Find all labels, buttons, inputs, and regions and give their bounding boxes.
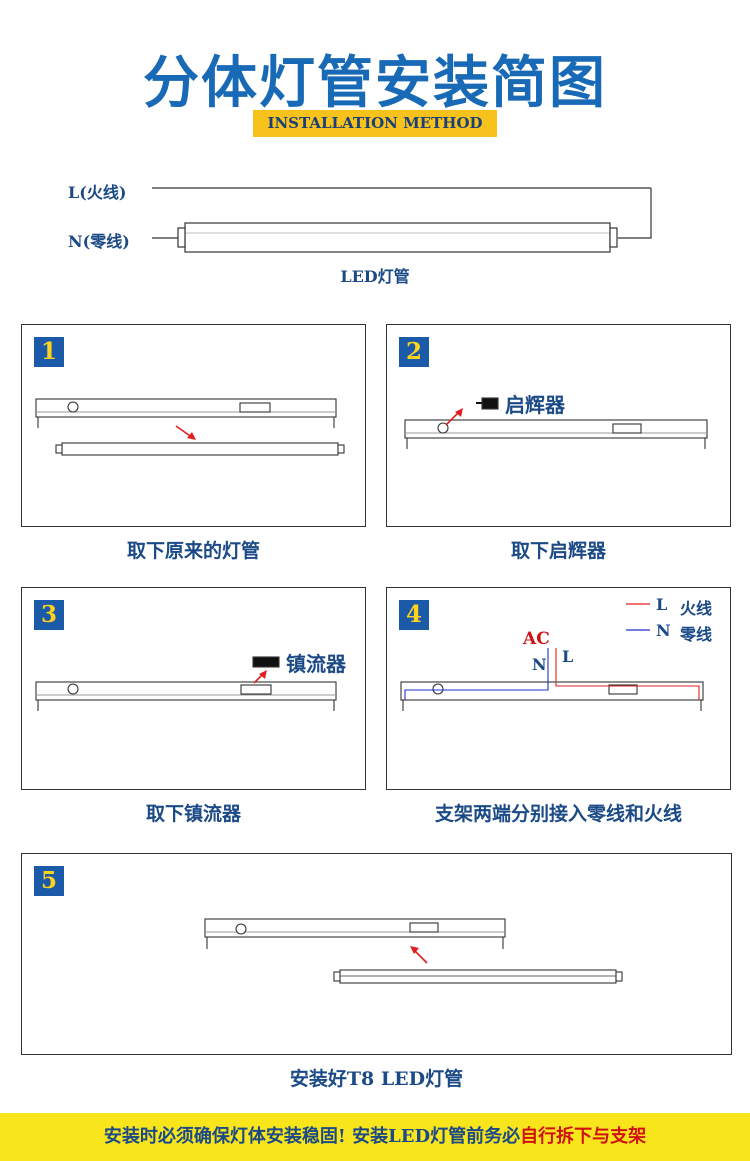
step5-caption: 安装好T8 LED灯管	[289, 1068, 464, 1090]
l-terminal-label: L	[562, 647, 574, 666]
page-subtitle: INSTALLATION METHOD	[253, 110, 497, 137]
step4-illustration	[400, 603, 704, 711]
fixture-bracket	[35, 398, 337, 418]
step4-caption: 支架两端分别接入零线和火线	[434, 803, 682, 825]
step5-illustration	[204, 918, 623, 984]
legend-neutral-text: 零线	[680, 625, 713, 644]
led-tube-label: LED灯管	[340, 267, 410, 286]
step2-caption: 取下启辉器	[510, 540, 606, 562]
tube-end-cap-right	[609, 227, 618, 248]
wiring-diagram	[152, 187, 652, 253]
warning-footer: 安装时必须确保灯体安装稳固! 安装LED灯管前务必自行拆下与支架	[0, 1113, 750, 1161]
step1-panel	[21, 324, 366, 527]
legend-neutral-code: N	[656, 621, 671, 640]
install-arrow	[413, 949, 428, 964]
step3-caption: 取下镇流器	[145, 803, 241, 825]
tube-end-cap-left	[177, 227, 186, 248]
starter-part	[481, 397, 499, 410]
step2-illustration	[404, 397, 708, 449]
starter-label: 启辉器	[505, 393, 565, 417]
step5-panel	[21, 853, 732, 1055]
neutral-wire-path	[404, 648, 549, 700]
ac-label: AC	[523, 629, 550, 649]
legend-live-code: L	[656, 595, 668, 614]
step3-badge: 3	[34, 600, 64, 630]
ballast-part	[252, 656, 280, 668]
footer-main-text: 安装时必须确保灯体安装稳固! 安装LED灯管前务必	[103, 1126, 521, 1147]
n-terminal-label: N	[532, 655, 547, 674]
step1-badge: 1	[34, 337, 64, 367]
step5-badge: 5	[34, 866, 64, 896]
legend-live-text: 火线	[680, 599, 713, 618]
neutral-wire-label: N(零线)	[68, 232, 130, 251]
ballast-box	[239, 402, 271, 413]
ballast-label: 镇流器	[286, 652, 346, 676]
step1-illustration	[35, 398, 345, 456]
old-tube	[61, 442, 339, 456]
live-wire-path	[555, 648, 700, 700]
step2-badge: 2	[399, 337, 429, 367]
step1-caption: 取下原来的灯管	[126, 540, 260, 562]
live-wire-drop	[618, 188, 652, 239]
page-title: 分体灯管安装简图	[143, 50, 607, 116]
footer-warning-text: 自行拆下与支架	[520, 1126, 647, 1147]
starter-socket	[67, 401, 79, 413]
step4-badge: 4	[399, 600, 429, 630]
live-wire-label: L(火线)	[68, 183, 127, 202]
led-tube	[184, 222, 611, 253]
step3-illustration	[35, 656, 337, 711]
